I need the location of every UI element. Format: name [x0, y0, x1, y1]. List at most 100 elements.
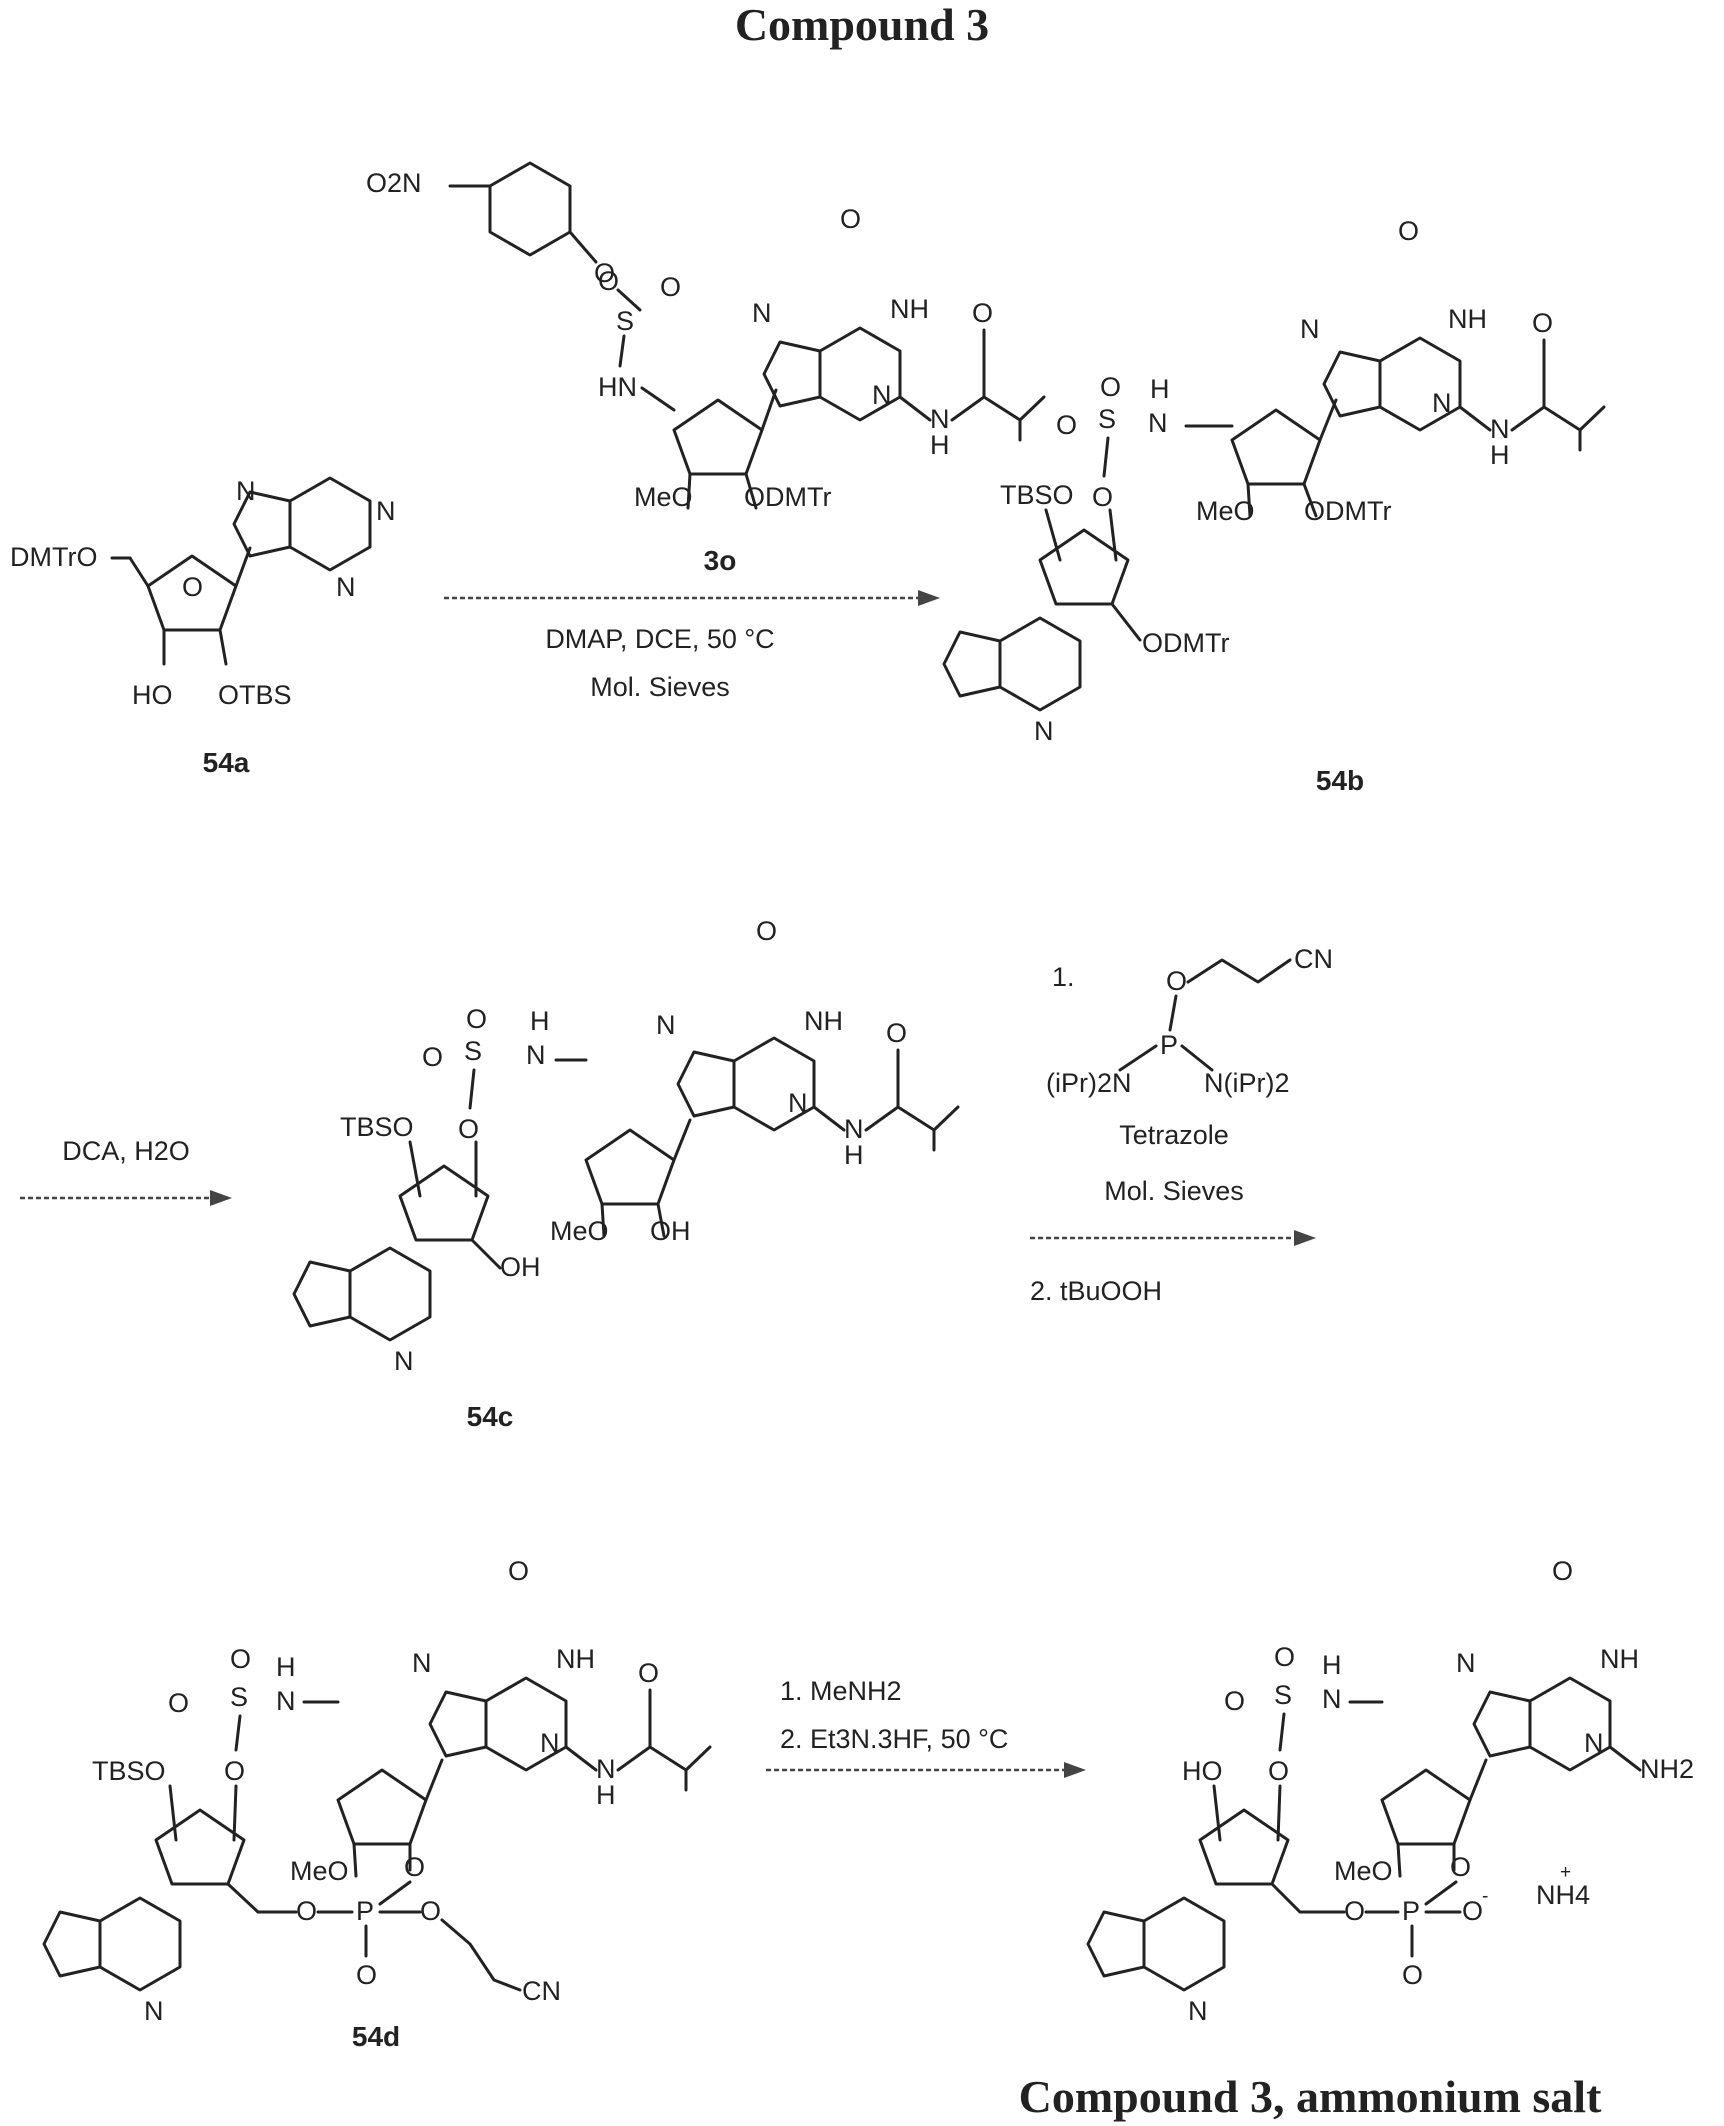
label-n: N: [412, 1648, 432, 1678]
label-n: N: [376, 496, 396, 526]
reaction-arrow-3: [1030, 1230, 1316, 1246]
label-o: O: [756, 916, 777, 946]
label-n: N: [656, 1010, 676, 1040]
label-s: S: [230, 1682, 248, 1712]
label-meo: MeO: [290, 1856, 349, 1886]
label-o: O: [638, 1658, 659, 1688]
label-n: N: [1300, 314, 1320, 344]
label-n: N: [526, 1040, 546, 1070]
label-n: N: [788, 1088, 808, 1118]
compound-54c-id: 54c: [467, 1401, 514, 1432]
label-h: H: [930, 430, 950, 460]
label-s: S: [1098, 404, 1116, 434]
label-p: P: [356, 1896, 374, 1926]
label-meo: MeO: [1334, 1856, 1393, 1886]
label-n: N: [1034, 716, 1054, 746]
label-nh: NH: [804, 1006, 843, 1036]
label-meo: MeO: [550, 1216, 609, 1246]
label-n: N: [1432, 388, 1452, 418]
step-2-conditions: DCA, H2O: [62, 1136, 190, 1166]
label-o: O: [594, 258, 615, 288]
label-nh2: NH2: [1640, 1754, 1694, 1784]
label-ring-o: O: [182, 572, 203, 602]
label-n: N: [276, 1686, 296, 1716]
label-tbso: TBSO: [92, 1756, 166, 1786]
label-o: O: [1166, 966, 1187, 996]
label-o: O: [1398, 216, 1419, 246]
label-o: O: [420, 1896, 441, 1926]
label-oh: OH: [650, 1216, 691, 1246]
label-o: O: [1462, 1896, 1483, 1926]
label-n: N: [1456, 1648, 1476, 1678]
compound-3o-id: 3o: [704, 545, 737, 576]
label-o: O: [356, 1960, 377, 1990]
label-p: P: [1402, 1896, 1420, 1926]
step-3-sieves: Mol. Sieves: [1104, 1176, 1244, 1206]
label-o: O: [1268, 1756, 1289, 1786]
label-p: P: [1160, 1030, 1178, 1060]
label-h: H: [596, 1780, 616, 1810]
label-o: O: [1402, 1960, 1423, 1990]
compound-54a-structure: DMTrO HO OTBS O N N N: [10, 476, 396, 710]
step-1-conditions: DMAP, DCE, 50 °C: [545, 624, 774, 654]
label-nh4: NH4: [1536, 1880, 1590, 1910]
label-n: N: [752, 298, 772, 328]
label-o: O: [466, 1004, 487, 1034]
label-s: S: [616, 306, 634, 336]
label-nh: NH: [1600, 1644, 1639, 1674]
compound-54d-id: 54d: [352, 2021, 400, 2052]
label-h: H: [1150, 374, 1170, 404]
compound-3o-structure: O2N O S O O HN MeO ODMTr N NH N O N H O: [366, 163, 1044, 512]
label-h: H: [844, 1140, 864, 1170]
label-meo: MeO: [634, 482, 693, 512]
label-oh: OH: [500, 1252, 541, 1282]
label-o: O: [1532, 308, 1553, 338]
label-nipr2: N(iPr)2: [1204, 1068, 1290, 1098]
label-o: O: [1100, 372, 1121, 402]
label-dmtro: DMTrO: [10, 542, 97, 572]
label-o: O: [404, 1852, 425, 1882]
label-n: N: [872, 380, 892, 410]
label-cn: CN: [1294, 944, 1333, 974]
compound-54d-structure: S O O N H O TBSO O P O O O CN N MeO N NH…: [44, 1556, 710, 2026]
label-nh: NH: [1448, 304, 1487, 334]
reaction-arrow-4: [766, 1762, 1086, 1778]
label-o: O: [1092, 482, 1113, 512]
label-o: O: [422, 1042, 443, 1072]
label-o: O: [972, 298, 993, 328]
label-o: O: [230, 1644, 251, 1674]
compound-3-ammonium-salt-structure: S O O N H O HO O P O O O - N MeO N NH N …: [1088, 1556, 1694, 2026]
label-ho: HO: [132, 680, 173, 710]
label-h: H: [530, 1006, 550, 1036]
label-n: N: [236, 476, 256, 506]
label-nh: N: [1148, 408, 1168, 438]
label-n: N: [1584, 1728, 1604, 1758]
label-negative-charge: -: [1482, 1886, 1488, 1907]
reaction-arrow-2: [20, 1190, 232, 1206]
step-4-methylamine: 1. MeNH2: [780, 1676, 902, 1706]
label-o: O: [1552, 1556, 1573, 1586]
label-otbs: OTBS: [218, 680, 292, 710]
label-n: N: [144, 1996, 164, 2026]
label-odmtr: ODMTr: [1142, 628, 1229, 658]
label-nh: NH: [556, 1644, 595, 1674]
compound-54b-id: 54b: [1316, 765, 1364, 796]
label-o: O: [1224, 1686, 1245, 1716]
label-hn: HN: [598, 372, 637, 402]
label-nh: NH: [890, 294, 929, 324]
step-3-number: 1.: [1052, 962, 1075, 992]
label-meo: MeO: [1196, 496, 1255, 526]
reaction-arrow-1: [444, 590, 940, 606]
label-n: N: [1188, 1996, 1208, 2026]
label-odmtr: ODMTr: [744, 482, 831, 512]
step-1-sieves: Mol. Sieves: [590, 672, 730, 702]
label-o: O: [508, 1556, 529, 1586]
label-o: O: [886, 1018, 907, 1048]
label-s: S: [1274, 1680, 1292, 1710]
label-tbso: TBSO: [340, 1112, 414, 1142]
step-3-oxidation: 2. tBuOOH: [1030, 1276, 1162, 1306]
label-ipr2n: (iPr)2N: [1046, 1068, 1132, 1098]
label-n: N: [1322, 1684, 1342, 1714]
label-n: N: [394, 1346, 414, 1376]
